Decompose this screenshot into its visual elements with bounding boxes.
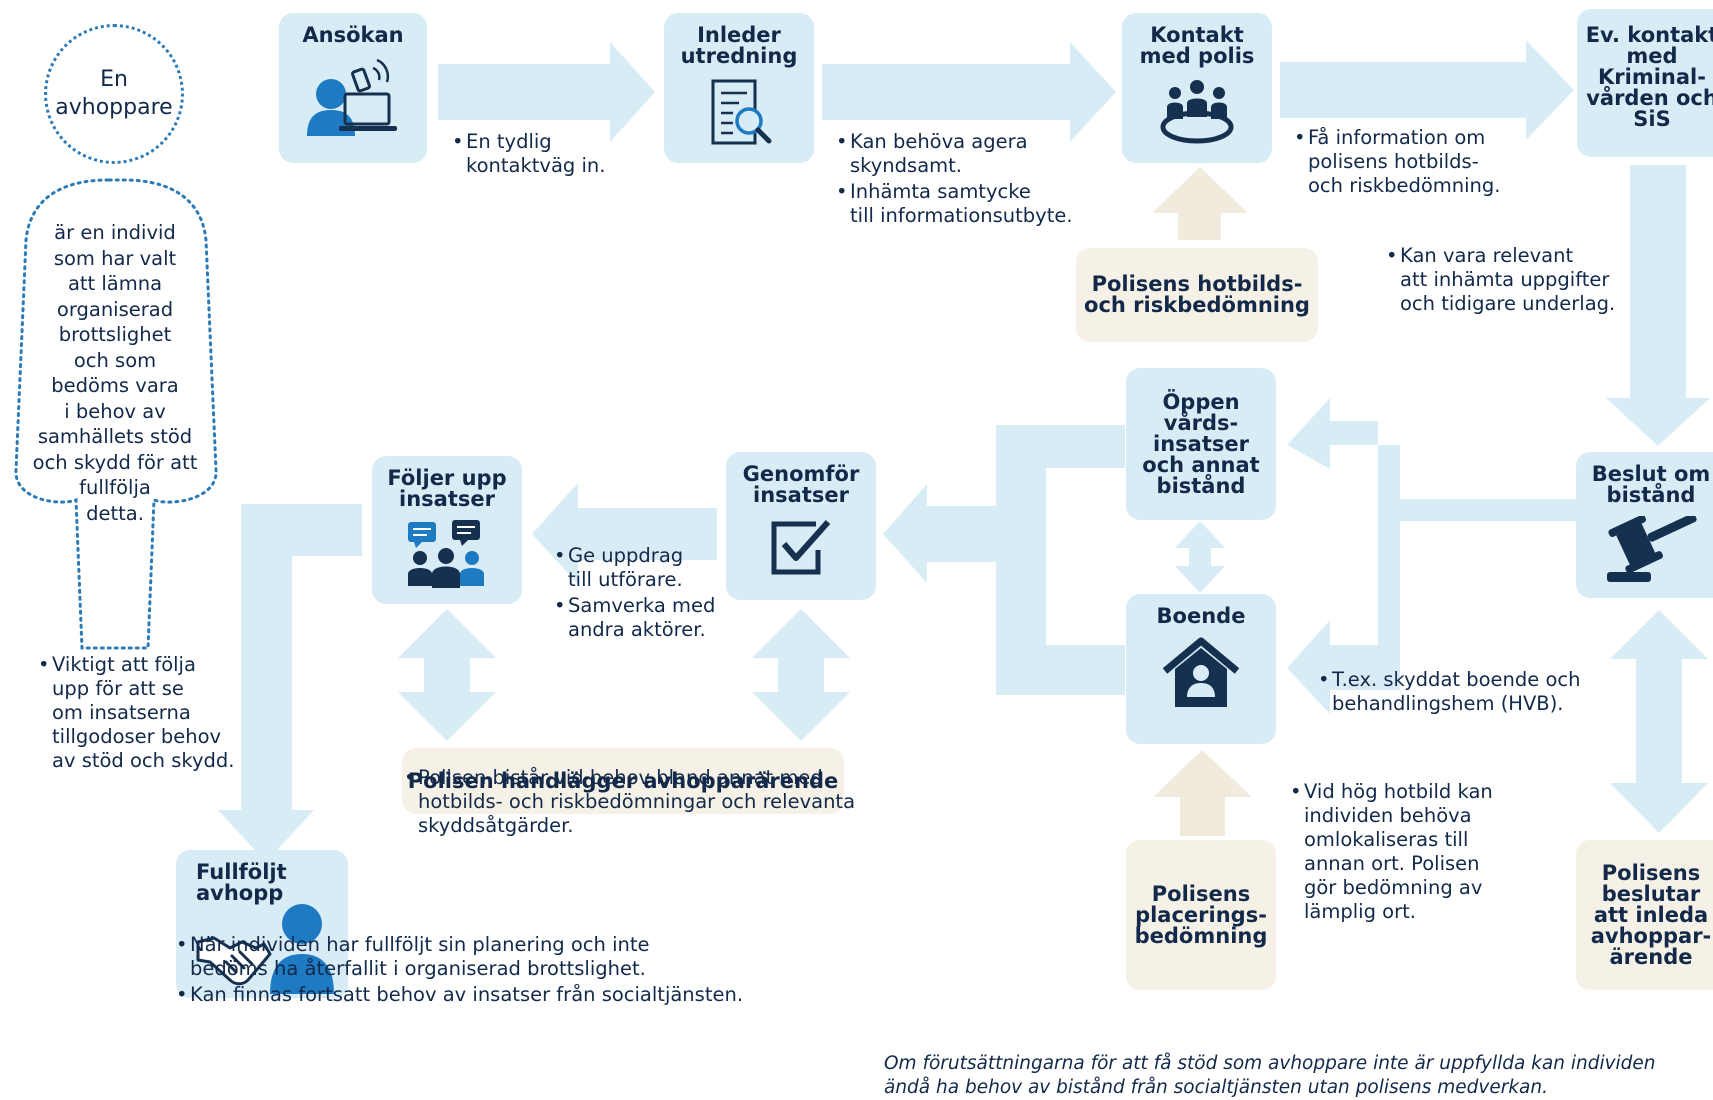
arrow-kontakt-ev (1280, 40, 1574, 140)
note-boende-item: T.ex. skyddat boende och behandlingshem … (1318, 668, 1580, 716)
note-fullfoljt-item: Kan finnas fortsatt behov av insatser fr… (176, 983, 743, 1007)
step-kontakt-polis: Kontakt med polis (1122, 13, 1272, 163)
arrow-foljer-handlagger (398, 609, 496, 741)
note-genomfor: Ge uppdrag till utförare. Samverka med a… (554, 544, 715, 642)
step-inleder-label: Inleder utredning (680, 23, 798, 68)
meeting-group-icon (1160, 80, 1234, 144)
note-handlagger: Polisen bistår vid behov bland annat med… (404, 766, 855, 838)
arrow-beslut-boende (1287, 499, 1578, 714)
note-ansokan-item: En tydlig kontaktväg in. (452, 130, 605, 178)
avhoppare-description: är en individ som har valt att lämna org… (32, 221, 198, 525)
step-placering-label: Polisens placerings- bedömning (1134, 881, 1268, 948)
note-fullfoljt-item: När individen har fullföljt sin planerin… (176, 933, 743, 981)
person-laptop-icon (307, 58, 397, 136)
avhoppare-circle: En avhoppare (44, 24, 184, 164)
note-ev-kontakt: Kan vara relevant att inhämta uppgifter … (1386, 244, 1615, 316)
step-ansokan-label: Ansökan (302, 23, 404, 47)
gavel-icon (1607, 516, 1697, 582)
house-person-icon (1162, 637, 1240, 707)
arrow-ev-beslut (1606, 165, 1710, 446)
step-ev-kontakt: Ev. kontakt med Kriminal- vården och SiS (1577, 9, 1713, 157)
step-hotbild-label: Polisens hotbilds- och riskbedömning (1084, 272, 1310, 317)
note-placering-item: Vid hög hotbild kan individen behöva oml… (1290, 780, 1493, 924)
person-outline-icon (14, 178, 218, 650)
note-ansokan: En tydlig kontaktväg in. (452, 130, 605, 178)
arrow-beslut-oppen (1287, 398, 1578, 521)
note-kontakt-item: Få information om polisens hotbilds- och… (1294, 126, 1501, 198)
arrow-oppen-boende (1175, 521, 1225, 593)
step-boende: Boende (1126, 594, 1276, 744)
arrow-placering-boende (1153, 750, 1252, 836)
step-placering: Polisens placerings- bedömning (1126, 840, 1276, 990)
note-placering: Vid hög hotbild kan individen behöva oml… (1290, 780, 1493, 924)
step-inleder: Inleder utredning (664, 13, 814, 163)
step-foljer: Följer upp insatser (372, 456, 522, 604)
arrow-hotbild-kontakt (1152, 167, 1248, 240)
footnote: Om förutsättningarna för att få stöd som… (884, 1053, 1656, 1098)
document-search-icon (711, 79, 772, 145)
chat-group-icon (408, 520, 484, 588)
step-beslut-label: Beslut om bistånd (1591, 462, 1711, 507)
checkbox-icon (771, 520, 831, 575)
step-genomfor-label: Genomför insatser (742, 462, 860, 507)
note-genomfor-item: Ge uppdrag till utförare. (554, 544, 715, 592)
step-oppen-label: Öppen vårds- insatser och annat bistånd (1142, 389, 1260, 498)
step-beslutar: Polisens beslutar att inleda avhoppar- ä… (1576, 840, 1713, 990)
note-foljer-item: Viktigt att följa upp för att se om insa… (38, 653, 234, 773)
step-ev-kontakt-label: Ev. kontakt med Kriminal- vården och SiS (1585, 23, 1713, 131)
step-ansokan: Ansökan (279, 13, 427, 163)
step-fullfoljt-label: Fullföljt avhopp (196, 860, 287, 905)
arrow-ansokan-inleder (438, 42, 655, 142)
arrow-genomfor-handlagger (752, 609, 850, 741)
note-inleder-item: Kan behöva agera skyndsamt. (836, 130, 1073, 178)
note-genomfor-item: Samverka med andra aktörer. (554, 594, 715, 642)
note-foljer: Viktigt att följa upp för att se om insa… (38, 653, 234, 773)
step-beslutar-label: Polisens beslutar att inleda avhoppar- ä… (1590, 860, 1712, 969)
note-ev-kontakt-item: Kan vara relevant att inhämta uppgifter … (1386, 244, 1615, 316)
arrow-foljer-fullfoljt (218, 504, 362, 862)
note-handlagger-item: Polisen bistår vid behov bland annat med… (404, 766, 855, 838)
note-fullfoljt: När individen har fullföljt sin planerin… (176, 933, 743, 1007)
step-kontakt-polis-label: Kontakt med polis (1139, 23, 1255, 68)
note-kontakt: Få information om polisens hotbilds- och… (1294, 126, 1501, 198)
note-inleder: Kan behöva agera skyndsamt. Inhämta samt… (836, 130, 1073, 228)
step-beslut: Beslut om bistånd (1576, 452, 1713, 598)
step-genomfor: Genomför insatser (726, 452, 876, 600)
step-foljer-label: Följer upp insatser (387, 466, 507, 511)
note-boende: T.ex. skyddat boende och behandlingshem … (1318, 668, 1580, 716)
step-hotbild: Polisens hotbilds- och riskbedömning (1076, 248, 1318, 342)
arrow-inleder-kontakt (822, 42, 1116, 142)
arrow-beslut-beslutar (1610, 610, 1708, 833)
bracket-left (883, 425, 1125, 695)
step-boende-label: Boende (1156, 604, 1246, 628)
step-oppen: Öppen vårds- insatser och annat bistånd (1126, 368, 1276, 520)
note-inleder-item: Inhämta samtycke till informationsutbyte… (836, 180, 1073, 228)
